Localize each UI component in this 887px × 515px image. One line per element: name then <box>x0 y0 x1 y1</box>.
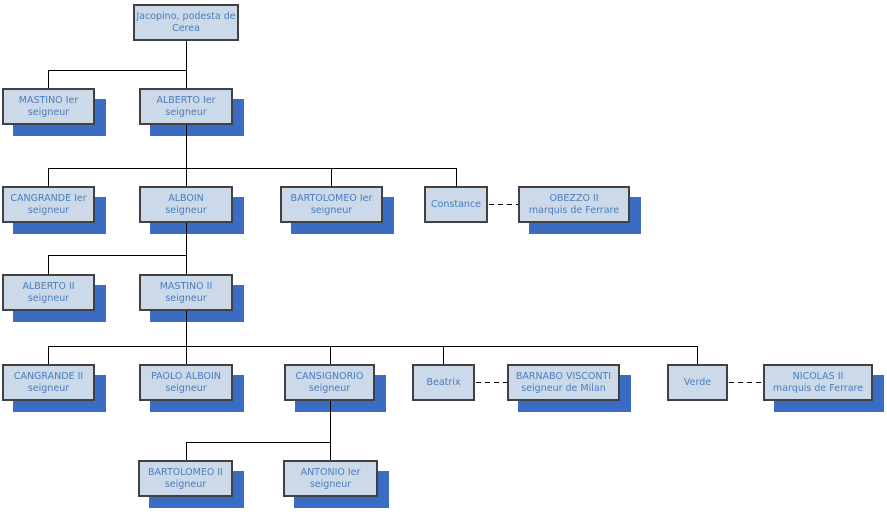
connector-line <box>48 255 187 256</box>
connector-line <box>330 346 331 364</box>
node-subtitle: seigneur <box>27 106 70 118</box>
tree-node-cangrande-1er: CANGRANDE Ier seigneur <box>2 186 95 223</box>
node-subtitle: marquis de Ferrare <box>528 204 620 216</box>
node-title: NICOLAS II <box>792 370 844 382</box>
node-title: MASTINO II <box>159 280 213 292</box>
node-subtitle: seigneur <box>165 292 207 304</box>
tree-node-paolo-alboin: PAOLO ALBOIN seigneur <box>139 364 233 401</box>
connector-line <box>186 125 187 168</box>
node-subtitle: seigneur <box>27 382 70 394</box>
node-title: PAOLO ALBOIN <box>151 370 221 382</box>
node-title: BARTOLOMEO Ier <box>290 192 373 204</box>
node-title: BARTOLOMEO II <box>148 466 223 478</box>
tree-node-barnabo-visconti: BARNABO VISCONTI seigneur de Milan <box>507 364 620 401</box>
node-title: Constance <box>430 198 482 210</box>
node-subtitle: seigneur <box>309 478 352 490</box>
node-title: OBEZZO II <box>549 192 599 204</box>
node-subtitle: seigneur <box>308 382 351 394</box>
node-title: ANTONIO Ier <box>300 466 361 478</box>
tree-node-antonio-1er: ANTONIO Ier seigneur <box>283 460 378 497</box>
connector-line <box>48 346 698 347</box>
connector-line <box>48 70 49 88</box>
tree-node-cangrande-2: CANGRANDE II seigneur <box>2 364 95 401</box>
connector-line <box>443 346 444 364</box>
connector-line <box>186 70 187 88</box>
connector-line <box>186 346 187 364</box>
tree-node-obezzo-2: OBEZZO II marquis de Ferrare <box>518 186 630 223</box>
node-subtitle: seigneur de Milan <box>521 382 606 394</box>
marriage-link-verde-nicolas <box>729 382 763 383</box>
node-title: MASTINO Ier <box>18 94 79 106</box>
node-subtitle: seigneur <box>27 204 70 216</box>
tree-node-constance: Constance <box>424 186 488 223</box>
tree-node-jacopino: Jacopino, podesta de Cerea <box>133 4 239 41</box>
connector-line <box>48 346 49 364</box>
node-title: ALBOIN <box>168 192 204 204</box>
node-subtitle: marquis de Ferrare <box>772 382 864 394</box>
connector-line <box>186 442 331 443</box>
tree-node-beatrix: Beatrix <box>412 364 475 401</box>
node-title: BARNABO VISCONTI <box>515 370 612 382</box>
tree-node-mastino-1er: MASTINO Ier seigneur <box>2 88 95 125</box>
node-title: Beatrix <box>426 376 461 388</box>
connector-line <box>186 223 187 255</box>
node-subtitle: seigneur <box>165 106 207 118</box>
connector-line <box>48 255 49 274</box>
node-title: Verde <box>683 376 712 388</box>
tree-node-cansignorio: CANSIGNORIO seigneur <box>284 364 375 401</box>
node-subtitle: Cerea <box>172 22 200 34</box>
node-subtitle: seigneur <box>165 204 207 216</box>
connector-line <box>697 346 698 364</box>
node-title: ALBERTO Ier <box>156 94 216 106</box>
connector-line <box>186 41 187 70</box>
tree-node-alberto-2: ALBERTO II seigneur <box>2 274 95 311</box>
connector-line <box>456 168 457 186</box>
node-subtitle: seigneur <box>164 478 207 490</box>
tree-node-nicolas-2: NICOLAS II marquis de Ferrare <box>763 364 873 401</box>
node-title: ALBERTO II <box>22 280 75 292</box>
connector-line <box>186 442 187 460</box>
node-subtitle: seigneur <box>27 292 70 304</box>
node-title: CANGRANDE II <box>13 370 84 382</box>
tree-node-bartolomeo-1er: BARTOLOMEO Ier seigneur <box>280 186 383 223</box>
connector-line <box>186 255 187 274</box>
connector-line <box>330 401 331 460</box>
connector-line <box>186 168 187 186</box>
node-subtitle: seigneur <box>165 382 207 394</box>
node-title: CANGRANDE Ier <box>10 192 87 204</box>
node-title: Jacopino, podesta de <box>136 10 236 22</box>
marriage-link-beatrix-barnabo <box>476 382 507 383</box>
tree-node-mastino-2: MASTINO II seigneur <box>139 274 233 311</box>
marriage-link-constance-obezzo <box>489 204 518 205</box>
connector-line <box>186 311 187 346</box>
tree-node-alberto-1er: ALBERTO Ier seigneur <box>139 88 233 125</box>
connector-line <box>48 70 187 71</box>
tree-node-verde: Verde <box>667 364 728 401</box>
connector-line <box>48 168 49 186</box>
connector-line <box>48 168 457 169</box>
tree-node-bartolomeo-2: BARTOLOMEO II seigneur <box>138 460 233 497</box>
node-subtitle: seigneur <box>310 204 353 216</box>
node-title: CANSIGNORIO <box>295 370 364 382</box>
connector-line <box>331 168 332 186</box>
tree-node-alboin: ALBOIN seigneur <box>139 186 233 223</box>
